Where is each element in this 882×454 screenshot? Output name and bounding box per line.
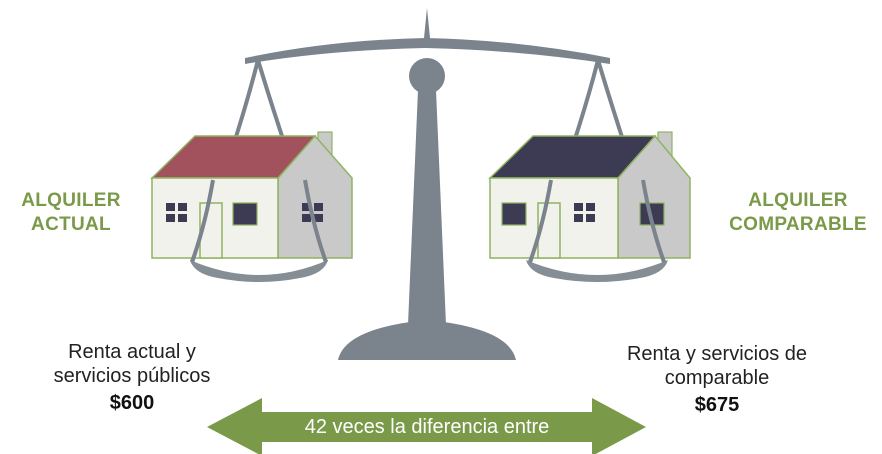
left-pan	[190, 179, 328, 282]
right-rent-description: Renta y servicios de comparable	[626, 343, 808, 389]
arrow-label: 42 veces la diferencia entre	[304, 416, 550, 438]
right-title: ALQUILER COMPARABLE	[729, 190, 867, 235]
scale-beam	[245, 38, 610, 64]
right-house-window-large	[501, 202, 527, 226]
right-amount: $675	[694, 394, 740, 416]
left-house	[150, 131, 353, 259]
scale-base	[338, 320, 516, 360]
left-house-side-window	[302, 203, 323, 222]
scale-pivot	[409, 58, 445, 94]
left-house-window-small	[166, 203, 187, 222]
right-house	[488, 131, 691, 259]
right-house-window-small	[574, 203, 595, 222]
left-rent-description: Renta actual y servicios públicos	[53, 341, 211, 387]
left-amount: $600	[109, 392, 155, 414]
right-pan	[526, 179, 668, 282]
scale-stand	[245, 8, 610, 360]
scale-pole	[408, 90, 446, 325]
left-house-window-large	[232, 202, 258, 226]
left-title: ALQUILER ACTUAL	[21, 190, 121, 235]
difference-arrow	[207, 398, 646, 454]
